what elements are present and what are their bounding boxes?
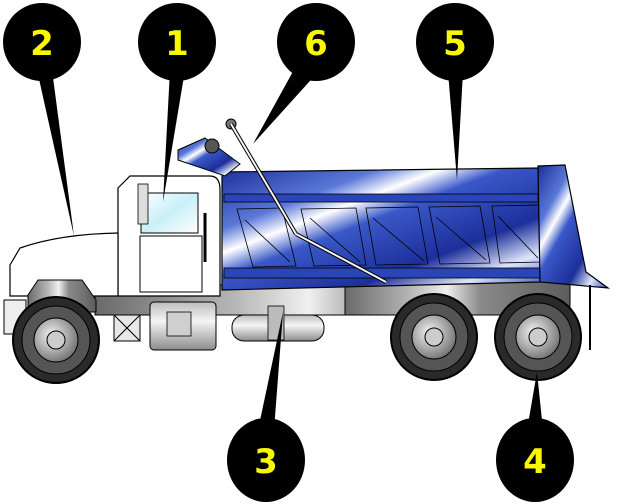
truck — [3, 118, 611, 384]
callout-6: 6 — [253, 3, 355, 144]
cab — [117, 175, 221, 297]
dump-body — [177, 118, 611, 350]
battery-box — [113, 314, 141, 342]
callout-1-number: 1 — [165, 24, 189, 64]
callout-2: 2 — [3, 3, 81, 236]
callout-2-number: 2 — [30, 24, 54, 64]
callout-5-number: 5 — [443, 24, 467, 64]
callout-6-number: 6 — [304, 24, 328, 64]
fuel-tank — [149, 301, 217, 351]
callout-1: 1 — [138, 3, 216, 202]
callout-5: 5 — [416, 3, 494, 180]
front-wheel — [12, 296, 100, 384]
callout-4-number: 4 — [523, 442, 547, 482]
callout-4: 4 — [496, 372, 574, 502]
callout-3-number: 3 — [254, 442, 278, 482]
hoist-arm — [229, 122, 387, 284]
callout-3: 3 — [227, 312, 305, 502]
rear-wheel-back — [494, 293, 582, 381]
rear-wheel-front — [390, 293, 478, 381]
